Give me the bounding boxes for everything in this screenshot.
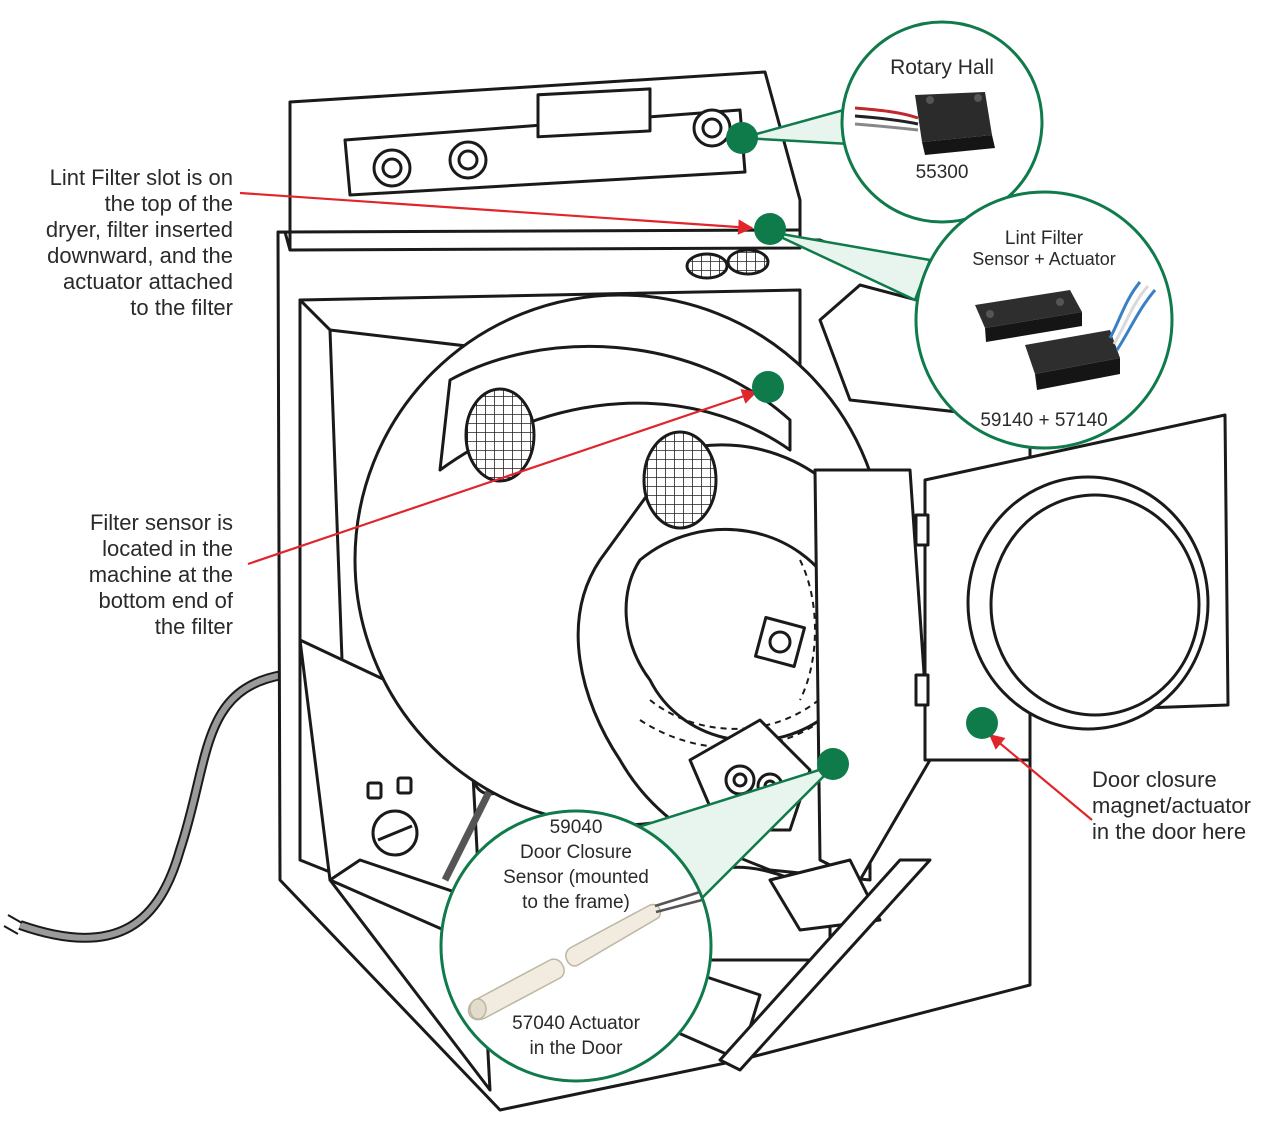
marker-door-closure-frame: [817, 748, 849, 780]
door-closure-line: to the frame): [522, 892, 630, 913]
annotation-line: actuator attached: [62, 269, 233, 294]
rotary-hall-sensor-photo: [854, 92, 995, 155]
power-cord: [18, 670, 283, 943]
annotation-lint-filter-slot: Lint Filter slot is on the top of the dr…: [46, 165, 233, 321]
annotation-line: machine at the: [88, 562, 233, 587]
door-closure-line: Sensor (mounted: [503, 867, 649, 888]
annotation-line: bottom end of: [98, 588, 233, 613]
annotation-line: the filter: [154, 614, 233, 639]
door-actuator-line: 57040 Actuator: [512, 1013, 640, 1034]
arrow-filter-sensor: [247, 389, 758, 566]
door-actuator-line: in the Door: [529, 1038, 623, 1059]
annotation-line: in the door here: [1092, 819, 1247, 844]
annotation-line: the top of the: [104, 191, 233, 216]
annotation-line: downward, and the: [47, 243, 233, 268]
annotation-line: Lint Filter slot is on: [49, 165, 233, 190]
marker-lint-slot: [754, 213, 786, 245]
annotation-line: Filter sensor is: [89, 510, 233, 535]
lint-filter-title: Lint Filter: [1004, 228, 1084, 249]
door-closure-sensor-text: 59040 Door Closure Sensor (mounted to th…: [466, 815, 686, 915]
marker-filter-sensor: [752, 371, 784, 403]
annotation-filter-sensor: Filter sensor is located in the machine …: [89, 510, 233, 640]
arrow-door-closure: [988, 734, 1093, 821]
arrow-lint-slot: [239, 191, 754, 235]
rotary-hall-title: Rotary Hall: [890, 56, 994, 79]
lint-filter-subtitle: Sensor + Actuator: [972, 249, 1116, 269]
door-closure-sensor-photo: [467, 890, 703, 1021]
annotation-line: dryer, filter inserted: [45, 217, 233, 242]
red-arrows: [239, 191, 1093, 821]
annotation-line: to the filter: [130, 295, 233, 320]
annotation-line: magnet/actuator: [1092, 793, 1251, 818]
door-closure-part: 59040: [549, 817, 603, 838]
door-actuator-text: 57040 Actuator in the Door: [466, 1011, 686, 1061]
sensor-markers: [726, 122, 998, 780]
marker-door-magnet: [966, 707, 998, 739]
rotary-hall-part: 55300: [915, 162, 969, 183]
marker-rotary-hall: [726, 122, 758, 154]
lint-filter-part: 59140 + 57140: [980, 410, 1108, 431]
door-closure-line: Door Closure: [520, 842, 632, 863]
display-window: [536, 87, 652, 139]
annotation-line: Door closure: [1092, 767, 1217, 792]
lint-filter-sensor-photo: [975, 281, 1157, 390]
annotation-door-closure: Door closure magnet/actuator in the door…: [1092, 767, 1251, 845]
annotation-line: located in the: [102, 536, 233, 561]
